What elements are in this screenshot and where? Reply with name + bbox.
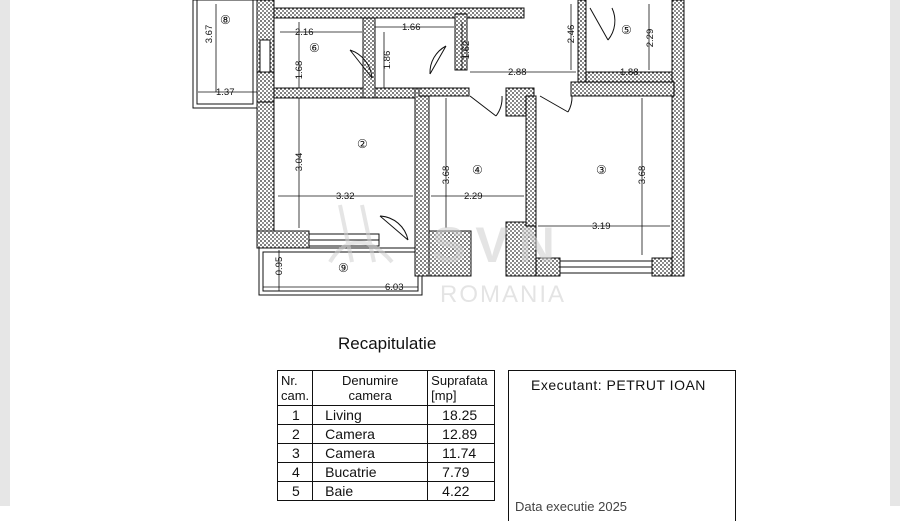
- dim-label: 2.88: [508, 67, 527, 78]
- row-area: 11.74: [427, 443, 496, 463]
- room-number: ⑧: [220, 13, 231, 27]
- executant-label: Executant: PETRUT IOAN: [531, 377, 706, 393]
- row-name: Bucatrie: [312, 462, 429, 482]
- row-nr: 4: [276, 462, 314, 482]
- watermark-logo-icon: [328, 204, 394, 264]
- dim-label: 3.32: [336, 191, 355, 202]
- recap-title: Recapitulatie: [338, 334, 437, 353]
- table-row: 2 Camera 12.89: [276, 424, 496, 444]
- dim-label: 3.68: [441, 166, 452, 185]
- watermark-brand: SVN: [432, 217, 565, 273]
- dim-label: 1.66: [402, 22, 421, 33]
- row-nr: 1: [276, 405, 314, 425]
- dim-label: 6.03: [385, 282, 404, 293]
- walls: [256, 0, 685, 277]
- row-name: Camera: [312, 424, 429, 444]
- table-row: 1 Living 18.25: [276, 405, 496, 425]
- row-area: 7.79: [427, 462, 496, 482]
- row-nr: 5: [276, 481, 314, 501]
- dim-label: 3.68: [637, 166, 648, 185]
- dim-label: 1.62: [461, 41, 472, 60]
- dim-label: 2.29: [464, 191, 483, 202]
- dimension-lines: [198, 4, 670, 291]
- executant-box: Executant: PETRUT IOAN Data executie 202…: [508, 370, 736, 521]
- dim-label: 1.37: [216, 87, 235, 98]
- header-nr: Nr.cam.: [276, 370, 314, 406]
- right-edge: [890, 0, 900, 506]
- execution-date-label: Data executie 2025: [515, 499, 628, 514]
- dim-label: 1.86: [382, 51, 393, 70]
- floor-plan: 3.67 2.16 1.68 1.86 1.66 1.62 2.46 2.29 …: [192, 0, 685, 308]
- header-area: Suprafata[mp]: [427, 370, 496, 406]
- watermark: SVN ROMANIA: [328, 204, 566, 308]
- dim-label: 1.88: [620, 67, 639, 78]
- room-number: ②: [357, 137, 368, 151]
- dim-label: 2.29: [645, 29, 656, 48]
- dim-label: 2.16: [295, 27, 314, 38]
- row-name: Camera: [312, 443, 429, 463]
- row-area: 18.25: [427, 405, 496, 425]
- row-area: 12.89: [427, 424, 496, 444]
- watermark-country: ROMANIA: [440, 281, 566, 308]
- dim-label: 3.19: [592, 221, 611, 232]
- room-number: ⑥: [309, 41, 320, 55]
- doors: [349, 7, 616, 241]
- table-row: 4 Bucatrie 7.79: [276, 462, 496, 482]
- table-row: 3 Camera 11.74: [276, 443, 496, 463]
- row-name: Baie: [312, 481, 429, 501]
- dim-label: 0.95: [274, 257, 285, 276]
- row-nr: 2: [276, 424, 314, 444]
- dim-label: 2.46: [566, 25, 577, 44]
- table-row: 5 Baie 4.22: [276, 481, 496, 501]
- room-number: ④: [472, 163, 483, 177]
- dim-label: 1.68: [294, 61, 305, 80]
- left-edge: [0, 0, 10, 506]
- dim-label: 3.67: [204, 25, 215, 44]
- room-number: ③: [596, 163, 607, 177]
- room-number: ⑨: [338, 261, 349, 275]
- dim-label: 3.04: [294, 153, 305, 172]
- row-nr: 3: [276, 443, 314, 463]
- row-name: Living: [312, 405, 429, 425]
- row-area: 4.22: [427, 481, 496, 501]
- room-number: ⑤: [621, 23, 632, 37]
